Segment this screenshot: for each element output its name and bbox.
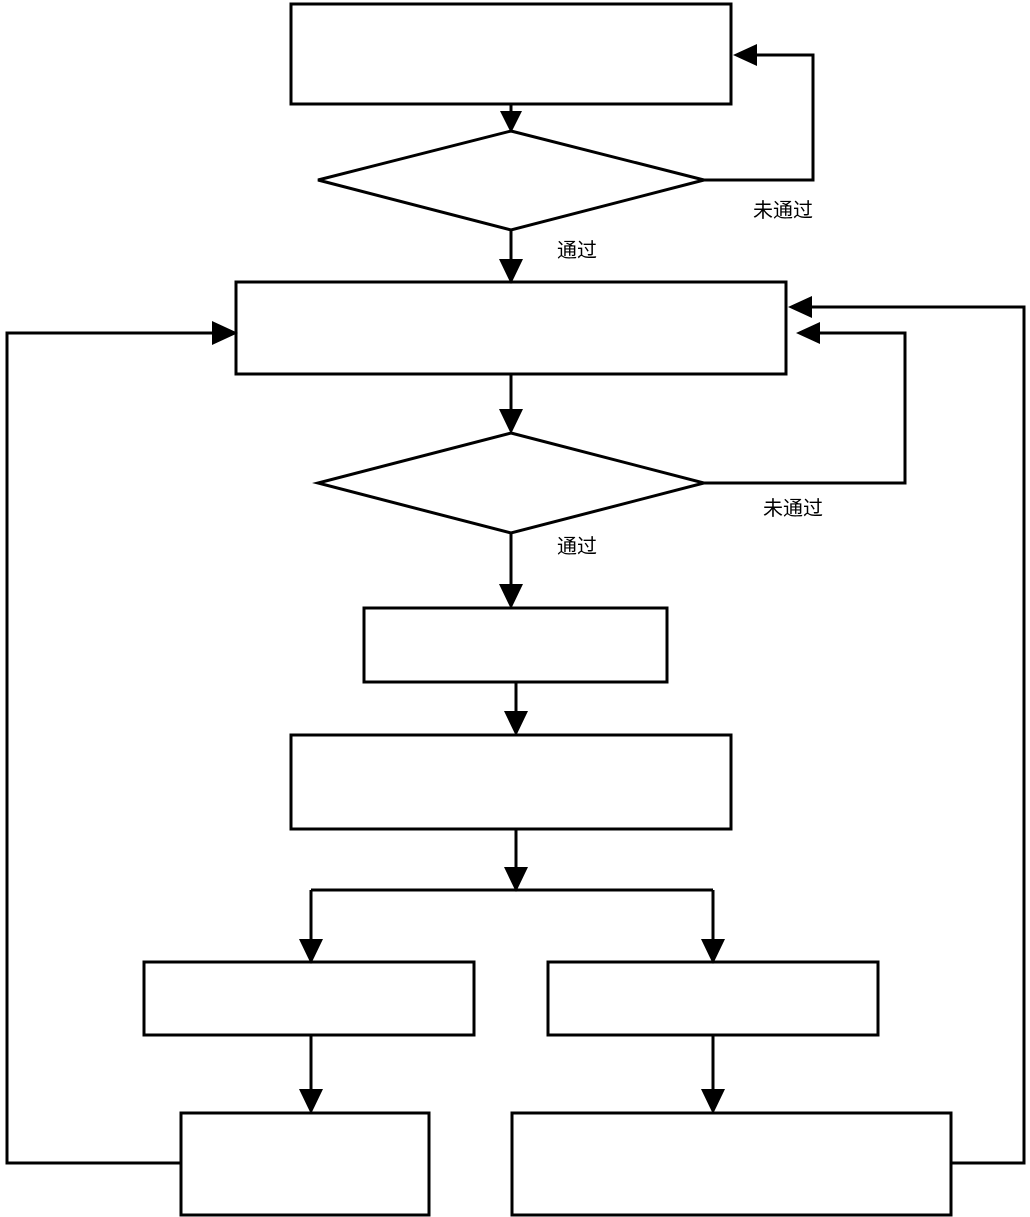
decision-diamond-1 — [317, 129, 705, 232]
process-box-left-branch — [142, 960, 476, 1037]
process-box-4 — [289, 733, 733, 831]
arrowhead-into-box3 — [499, 584, 523, 609]
arrowhead-into-box4 — [504, 711, 528, 736]
connector-left-end-loop — [5, 331, 212, 1165]
label-check1-pass: 通过 — [557, 238, 597, 262]
arrowhead-into-box2-right-lower — [796, 322, 820, 344]
process-box-right-branch — [546, 960, 880, 1037]
decision-diamond-2 — [312, 431, 710, 535]
connector-diamond2-fail-loop — [704, 331, 907, 485]
arrowhead-into-split — [504, 867, 528, 892]
arrowhead-into-diamond2 — [499, 409, 523, 434]
label-check1-fail: 未通过 — [753, 198, 813, 222]
arrowhead-into-left-end — [299, 1089, 323, 1114]
arrowhead-into-box2-top — [499, 259, 523, 284]
arrowhead-into-right-branch — [701, 939, 725, 964]
process-box-1 — [289, 2, 733, 106]
connector-right-end-loop — [812, 305, 1026, 1165]
arrowhead-into-box1 — [733, 44, 757, 66]
arrowhead-into-diamond1 — [500, 111, 522, 133]
label-check2-fail: 未通过 — [763, 496, 823, 520]
process-box-3 — [362, 606, 669, 684]
process-box-left-end — [179, 1111, 431, 1217]
arrowhead-into-left-branch — [299, 939, 323, 964]
arrowhead-into-right-end — [701, 1089, 725, 1114]
arrowhead-into-box2-right-upper — [788, 296, 812, 318]
label-check2-pass: 通过 — [557, 534, 597, 558]
process-box-right-end — [510, 1111, 953, 1217]
connector-diamond1-fail-loop — [704, 53, 815, 182]
arrowhead-into-box2-left — [212, 321, 238, 345]
process-box-2 — [234, 280, 788, 376]
